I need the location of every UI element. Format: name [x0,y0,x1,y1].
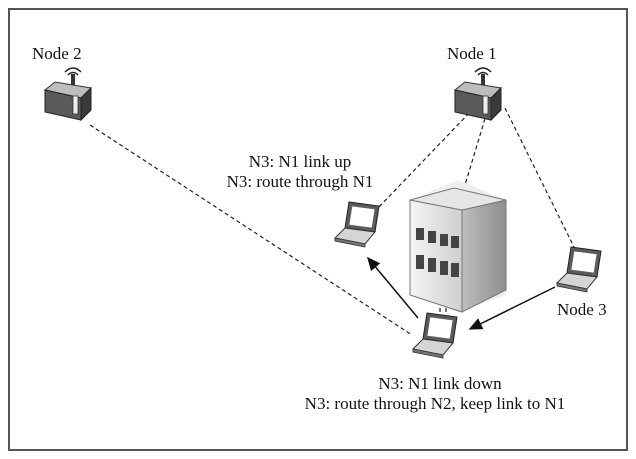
arrow-lower-to-upper [367,256,419,319]
node1-router-icon [453,67,503,122]
laptop-node3-icon [555,246,602,293]
link-node1-to-laptop-upper [377,107,475,209]
dashed-links [89,107,579,336]
annotation-upper-line1: N3: N1 link up [248,152,352,171]
node2-router-icon [43,67,93,122]
link-node2-to-n3-lower [89,124,413,336]
diagram-border [8,8,628,451]
annotation-lower-line1: N3: N1 link down [378,374,502,393]
link-node1-to-node3 [504,107,579,256]
node1-label: Node 1 [447,44,497,63]
arrow-node3-to-lower [468,286,556,330]
annotation-upper-line2: N3: route through N1 [226,172,374,191]
node3-label: Node 3 [557,300,607,319]
laptop-lower-icon [411,312,458,359]
building-icon [409,180,507,313]
laptop-upper-icon [333,201,380,248]
link-node1-to-building [461,111,488,196]
annotation-lower-line2: N3: route through N2, keep link to N1 [304,394,566,413]
node2-label: Node 2 [32,44,82,63]
